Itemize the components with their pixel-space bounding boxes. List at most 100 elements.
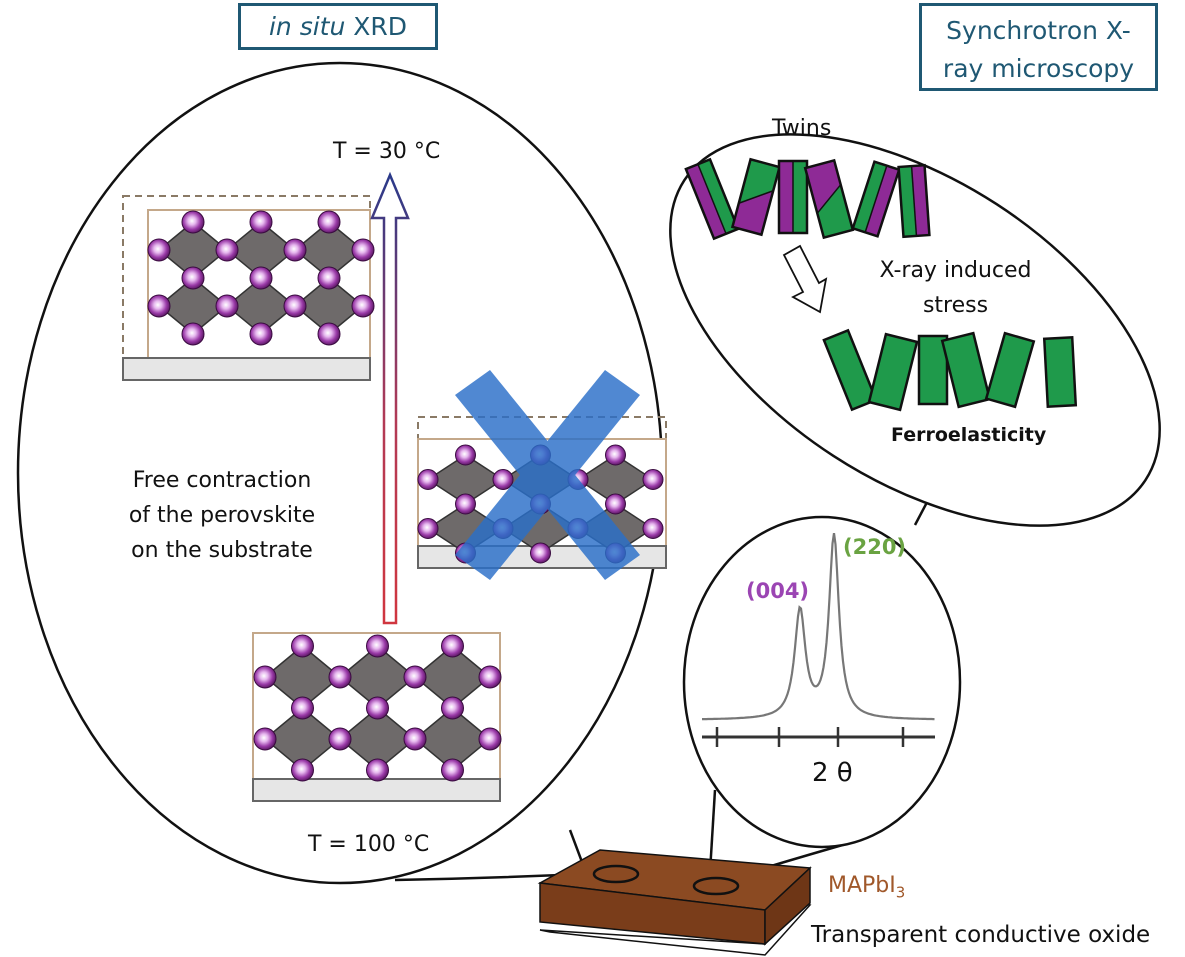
iodide-atom <box>253 727 277 751</box>
cooling-arrow-icon <box>370 171 410 625</box>
iodide-atom <box>181 266 205 290</box>
domain-outline <box>851 160 901 238</box>
iodide-atom <box>492 469 514 490</box>
single-domain <box>984 331 1036 409</box>
tco-label: Transparent conductive oxide <box>811 922 1151 948</box>
perovskite-structure-contracted <box>122 195 375 381</box>
iodide-atom <box>291 758 314 782</box>
temperature-top-label: T = 30 °C <box>333 139 441 164</box>
iodide-atom <box>366 758 389 782</box>
iodide-atom <box>147 238 171 262</box>
synchrotron-microscopy-title: Synchrotron X- ray microscopy <box>919 3 1158 91</box>
twin-domain <box>730 157 782 237</box>
iodide-atom <box>530 542 551 564</box>
iodide-atom <box>317 322 341 346</box>
domain-green <box>940 331 992 409</box>
domain-outline <box>803 158 855 240</box>
two-theta-axis-label: 2 θ <box>812 758 853 788</box>
domain-outline <box>730 157 782 237</box>
iodide-atom <box>291 634 314 658</box>
xrd-ticks <box>715 727 905 747</box>
mapbi3-side-face <box>764 866 811 946</box>
single-domain <box>1042 336 1078 408</box>
substrate <box>252 778 501 802</box>
iodide-atom <box>215 238 239 262</box>
iodide-atom <box>642 469 664 490</box>
iodide-atom <box>283 294 307 318</box>
iodide-atom <box>478 665 502 689</box>
twin-boundary <box>816 184 842 214</box>
domain-green <box>1042 336 1078 408</box>
twins-label: Twins <box>772 116 832 141</box>
cross-out-icon <box>455 370 640 580</box>
stress-arrow-icon <box>782 244 828 314</box>
domain-half <box>865 165 900 237</box>
twin-boundary <box>697 163 727 235</box>
iodide-atom <box>417 518 439 539</box>
xrd-curve <box>702 533 935 721</box>
domain-green <box>822 328 878 412</box>
iodide-atom <box>417 469 439 490</box>
contraction-line-1: Free contraction <box>132 468 312 493</box>
ferroelasticity-label: Ferroelasticity <box>891 424 1047 446</box>
peak-004-label: (004) <box>746 579 810 603</box>
in-situ-xrd-title: in situ XRD <box>238 3 438 50</box>
iodide-atom <box>366 696 389 720</box>
iodide-atom <box>455 444 476 466</box>
mapbi3-text: MAPbI <box>828 873 896 898</box>
iodide-atom <box>253 665 277 689</box>
title-italic: in situ <box>268 12 346 41</box>
free-contraction-label: Free contraction of the perovskite on th… <box>112 463 332 568</box>
stress-line-1: X-ray induced <box>879 258 1032 283</box>
title-rest: XRD <box>345 12 408 41</box>
iodide-atom <box>351 238 375 262</box>
iodide-atom <box>605 444 626 466</box>
iodide-atom <box>291 696 314 720</box>
probe-spot-microscopy <box>692 876 740 896</box>
twin-boundary <box>910 166 918 236</box>
mapbi3-subscript: 3 <box>895 883 906 902</box>
twin-boundary <box>738 190 774 204</box>
domain-half <box>793 161 807 233</box>
single-domains <box>822 328 1078 412</box>
iodide-atom <box>215 294 239 318</box>
xrd-plot <box>702 533 935 747</box>
domain-green <box>984 331 1036 409</box>
iodide-atom <box>147 294 171 318</box>
iodide-atom <box>328 727 352 751</box>
substrate <box>122 357 371 381</box>
iodide-atom <box>605 493 626 515</box>
domain-outline <box>777 159 809 235</box>
twin-domain <box>897 163 931 239</box>
xrd-pattern-bubble <box>682 515 962 849</box>
iodide-atom <box>403 665 427 689</box>
twin-domains <box>684 157 931 241</box>
single-domain <box>822 328 878 412</box>
contraction-line-2: of the perovskite <box>128 503 316 528</box>
domain-outline <box>897 163 931 239</box>
stress-line-2: stress <box>922 293 989 318</box>
iodide-atom <box>366 634 389 658</box>
iodide-atom <box>317 266 341 290</box>
iodide-atom <box>249 210 273 234</box>
domain-outline <box>684 157 740 241</box>
contraction-line-3: on the substrate <box>131 538 313 563</box>
iodide-atom <box>403 727 427 751</box>
single-domain <box>940 331 992 409</box>
iodide-atom <box>181 322 205 346</box>
perovskite-structure-expanded <box>252 632 502 802</box>
iodide-atom <box>181 210 205 234</box>
iodide-atom <box>249 266 273 290</box>
iodide-atom <box>642 518 664 539</box>
domain-green <box>867 332 919 412</box>
domain-part <box>738 159 780 204</box>
twin-domain <box>777 159 809 235</box>
connector-xrd-bubble-left <box>708 789 717 873</box>
iodide-atom <box>441 758 464 782</box>
single-domain <box>867 332 919 412</box>
iodide-atom <box>351 294 375 318</box>
domain-green <box>917 334 949 406</box>
probe-spot-xrd <box>592 864 640 884</box>
iodide-atom <box>283 238 307 262</box>
